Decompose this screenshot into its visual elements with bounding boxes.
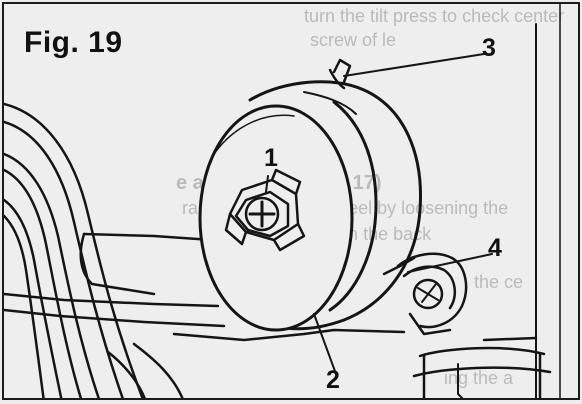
mechanism-drawing bbox=[4, 4, 561, 398]
figure-title: Fig. 19 bbox=[24, 26, 123, 59]
hex-nut bbox=[224, 168, 306, 252]
bleed-line-6: ing the a bbox=[444, 368, 514, 388]
clamp-bolt bbox=[382, 252, 468, 336]
figure-frame: turn the tilt press to check center scre… bbox=[2, 2, 580, 400]
callout-2: 2 bbox=[326, 366, 340, 394]
cable-bundle bbox=[4, 102, 144, 398]
bleed-line-5: the ce bbox=[474, 272, 524, 292]
callout-4: 4 bbox=[488, 234, 502, 262]
bleed-line-1: turn the tilt press to check center bbox=[304, 6, 565, 26]
lower-pipe bbox=[412, 346, 552, 398]
leader-lines bbox=[265, 53, 493, 375]
bleed-line-2: screw of le bbox=[310, 30, 397, 50]
round-housing bbox=[248, 80, 422, 331]
callout-1: 1 bbox=[264, 144, 278, 172]
top-slot bbox=[328, 58, 352, 90]
callout-3: 3 bbox=[482, 34, 496, 62]
support-arm bbox=[4, 232, 538, 398]
